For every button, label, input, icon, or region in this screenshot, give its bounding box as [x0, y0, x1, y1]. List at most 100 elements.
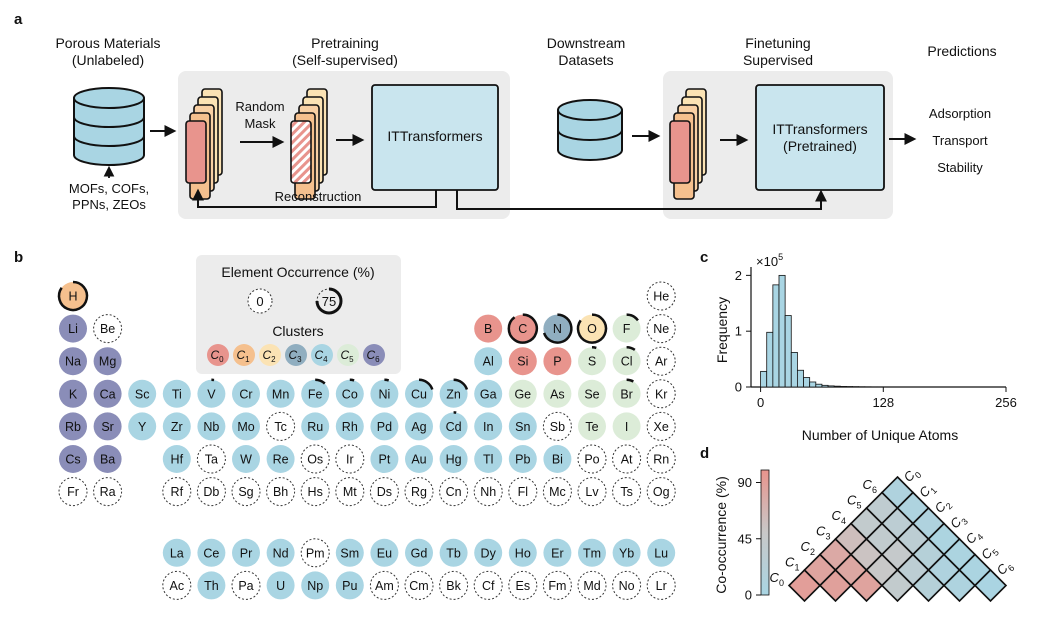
- element-circle: [93, 347, 122, 376]
- element-cell: Tc: [266, 411, 296, 441]
- element-occurrence-arc: [626, 345, 636, 351]
- element-empty-circle: [542, 570, 572, 600]
- element-cell: Sb: [542, 411, 572, 441]
- element-symbol: Nh: [480, 485, 496, 499]
- element-empty-circle: [300, 477, 330, 507]
- cluster-label-sub: 6: [375, 355, 380, 364]
- element-cell: Sr: [93, 412, 122, 441]
- element-cell: Se: [578, 379, 606, 408]
- pretraining-title-1: Pretraining: [311, 35, 379, 51]
- element-empty-circle: [646, 444, 676, 474]
- element-circle: [162, 379, 191, 408]
- heatmap-left-label-sub: 5: [856, 500, 861, 510]
- element-circle: [508, 347, 537, 376]
- element-symbol: Ru: [307, 420, 323, 434]
- element-cell: O: [576, 313, 608, 344]
- element-circle: [543, 347, 572, 376]
- element-symbol: Ta: [205, 453, 218, 467]
- element-circle: [439, 412, 468, 441]
- element-symbol: Al: [483, 355, 494, 369]
- element-circle: [59, 314, 87, 343]
- element-occurrence-arc: [349, 378, 355, 382]
- element-empty-circle: [369, 570, 399, 600]
- element-cell: Rn: [646, 444, 676, 474]
- element-symbol: Li: [68, 322, 78, 336]
- element-circle: [59, 282, 87, 310]
- element-symbol: Mg: [99, 355, 116, 369]
- element-cell: Tl: [474, 445, 503, 473]
- element-cell: Ra: [93, 477, 123, 507]
- element-cell: Pb: [508, 445, 537, 473]
- element-cell: Po: [577, 444, 607, 474]
- porous-title-1: Porous Materials: [55, 35, 160, 51]
- element-symbol: Ti: [172, 387, 182, 401]
- hist-y-tick-label: 0: [735, 380, 742, 395]
- element-cell: Be: [93, 314, 123, 344]
- element-circle: [647, 538, 676, 567]
- element-empty-circle: [646, 570, 676, 600]
- cluster-label-base: C: [210, 348, 219, 362]
- element-cell: Eu: [370, 538, 399, 567]
- element-empty-circle: [162, 477, 192, 507]
- element-circle: [301, 379, 330, 408]
- element-cell: Lr: [646, 570, 676, 600]
- element-symbol: Pu: [342, 579, 357, 593]
- clusters-title: Clusters: [272, 323, 323, 339]
- element-circle: [578, 412, 606, 441]
- element-cell: Ag: [405, 412, 433, 441]
- element-symbol: Os: [307, 453, 323, 467]
- element-symbol: Pa: [238, 579, 253, 593]
- heatmap-right-label-sub: 6: [1006, 563, 1017, 574]
- heatmap-cell: [973, 568, 1008, 603]
- element-empty-circle: [577, 477, 607, 507]
- element-symbol: Og: [653, 485, 670, 499]
- element-symbol: Np: [307, 579, 323, 593]
- element-empty-circle: [612, 477, 642, 507]
- element-cell: Fr: [58, 477, 88, 507]
- element-symbol: Sc: [135, 387, 150, 401]
- element-cell: Co: [335, 378, 364, 408]
- element-circle: [162, 412, 191, 441]
- finetune-stack-icon: [669, 88, 707, 200]
- element-symbol: Tl: [483, 453, 493, 467]
- heatmap-right-label-sub: 1: [928, 485, 939, 496]
- element-circle: [612, 314, 641, 343]
- hist-y-axis-label: Frequency: [714, 297, 730, 363]
- hist-bar: [803, 377, 811, 388]
- element-symbol: Fl: [518, 485, 528, 499]
- element-cell: Mg: [93, 347, 122, 376]
- hist-bar: [833, 385, 841, 388]
- element-circle: [543, 379, 572, 408]
- element-empty-circle: [439, 477, 469, 507]
- element-symbol: Cd: [446, 420, 462, 434]
- cluster-swatch: [311, 344, 333, 366]
- masked-stack-icon: [290, 88, 328, 200]
- element-circle: [370, 445, 399, 473]
- scale-label: ×105: [756, 252, 783, 269]
- element-symbol: Cn: [446, 485, 462, 499]
- element-symbol: Tb: [446, 546, 461, 560]
- element-symbol: Po: [584, 453, 599, 467]
- element-symbol: S: [588, 355, 596, 369]
- element-symbol: Cr: [239, 387, 252, 401]
- element-symbol: Sg: [238, 485, 253, 499]
- element-symbol: Ar: [655, 355, 668, 369]
- hist-bar: [839, 386, 847, 388]
- element-circle: [301, 571, 330, 600]
- element-empty-circle: [508, 477, 538, 507]
- element-circle: [405, 412, 433, 441]
- element-symbol: Lr: [656, 579, 667, 593]
- element-cell: Pr: [232, 538, 260, 567]
- element-circle: [197, 538, 226, 567]
- heatmap-left-label: C3: [816, 523, 830, 541]
- downstream-title-2: Datasets: [558, 52, 613, 68]
- element-symbol: C: [518, 322, 527, 336]
- heatmap-right-label-sub: 0: [913, 470, 924, 481]
- element-cell: Te: [578, 412, 606, 441]
- element-symbol: Nb: [203, 420, 219, 434]
- random-mask-1: Random: [235, 99, 284, 114]
- heatmap-left-label-base: C: [770, 570, 780, 585]
- heatmap-left-label-base: C: [801, 539, 811, 554]
